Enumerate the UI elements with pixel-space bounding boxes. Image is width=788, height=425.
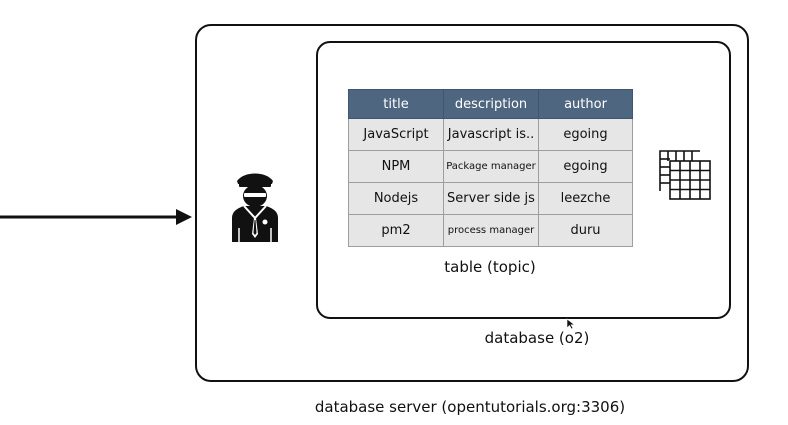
table-cell: duru	[538, 214, 633, 247]
table-cell: Server side js	[443, 182, 539, 215]
table-row: pm2 process manager duru	[348, 214, 633, 247]
table-cell: pm2	[348, 214, 444, 247]
topic-table: title description author JavaScript Java…	[348, 89, 633, 247]
database-box	[316, 41, 731, 319]
table-cell: Nodejs	[348, 182, 444, 215]
column-header: title	[348, 89, 444, 119]
security-guard-icon	[232, 173, 278, 242]
table-grid-icon	[659, 150, 711, 200]
table-label: table (topic)	[444, 258, 536, 276]
table-cell: JavaScript	[348, 118, 444, 151]
table-row: NPM Package manager egoing	[348, 150, 633, 183]
column-header: description	[443, 89, 539, 119]
database-server-label: database server (opentutorials.org:3306)	[314, 398, 626, 416]
column-header: author	[538, 89, 633, 119]
database-label: database (o2)	[484, 329, 590, 347]
table-row: Nodejs Server side js leezche	[348, 182, 633, 215]
table-cell: Package manager	[443, 150, 539, 183]
table-cell: process manager	[443, 214, 539, 247]
table-cell: Javascript is..	[443, 118, 539, 151]
table-cell: leezche	[538, 182, 633, 215]
table-header-row: title description author	[348, 89, 633, 119]
table-cell: egoing	[538, 150, 633, 183]
table-row: JavaScript Javascript is.. egoing	[348, 118, 633, 151]
table-cell: NPM	[348, 150, 444, 183]
table-cell: egoing	[538, 118, 633, 151]
mouse-cursor-icon	[566, 318, 576, 330]
arrow-right-icon	[0, 209, 192, 225]
database-server-box	[195, 24, 749, 382]
